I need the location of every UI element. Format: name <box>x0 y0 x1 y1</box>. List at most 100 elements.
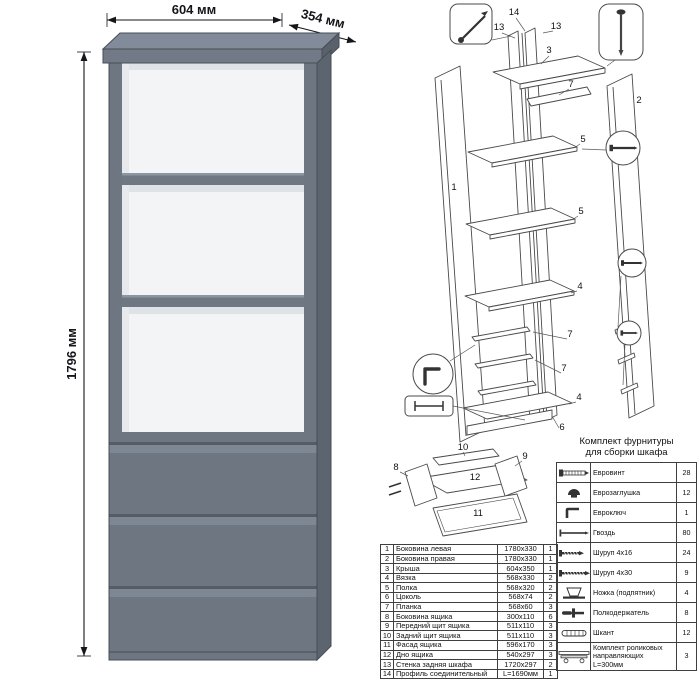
shelf-pin-icon <box>558 608 590 618</box>
parts-cell-num: 6 <box>380 591 394 603</box>
rail-icon <box>558 651 590 664</box>
parts-cell-size: 604x350 <box>497 563 544 574</box>
parts-cell-size: 568x74 <box>497 591 544 603</box>
part-callout-6: 6 <box>559 422 564 433</box>
part-callout-12: 12 <box>470 472 481 483</box>
part-callout-4: 4 <box>576 392 581 403</box>
parts-cell-num: 2 <box>380 553 394 565</box>
parts-cell-name: Полка <box>393 582 498 593</box>
bookcase-drawing: 604 мм 354 мм 1796 мм <box>64 2 357 662</box>
parts-cell-size: L=1690мм <box>497 668 544 680</box>
screw-4x30-icon <box>558 568 590 577</box>
cabinet-right-side <box>316 48 332 662</box>
hardware-name: Полкодержатель <box>590 602 677 624</box>
parts-cell-num: 10 <box>380 630 394 641</box>
part-callout-2: 2 <box>636 95 641 106</box>
parts-cell-size: 511x110 <box>497 630 544 641</box>
parts-cell-size: 568x330 <box>497 572 544 584</box>
rail-strip <box>474 353 534 369</box>
part-callout-1: 1 <box>451 182 456 193</box>
parts-cell-size: 511x110 <box>497 620 544 632</box>
parts-cell-name: Боковина ящика <box>393 611 498 622</box>
euro-cap-icon <box>558 488 590 498</box>
parts-cell-name: Фасад ящика <box>393 639 498 651</box>
drawer-front-2 <box>109 517 317 586</box>
hardware-qty: 3 <box>676 642 697 671</box>
drawer-front-part <box>494 455 528 497</box>
parts-cell-size: 1720x297 <box>497 659 544 670</box>
shelf-1 <box>122 173 304 185</box>
hardware-name: Шуруп 4x16 <box>590 542 677 564</box>
part-callout-7: 7 <box>567 329 572 340</box>
drawer-back-part <box>432 448 500 466</box>
shelf-2 <box>122 295 304 307</box>
parts-cell-name: Профиль соединительный <box>393 668 498 680</box>
hex-key-icon <box>558 507 590 518</box>
hardware-name: Еврозаглушка <box>590 482 677 504</box>
part-callout-7: 7 <box>561 363 566 374</box>
rail-strip <box>471 326 531 342</box>
parts-cell-size: 1780x330 <box>497 553 544 565</box>
hardware-title: Комплект фурнитуры для сборки шкафа <box>556 436 697 458</box>
hardware-name: Евровинт <box>590 462 677 484</box>
cabinet <box>101 31 341 662</box>
parts-cell-num: 7 <box>380 601 394 613</box>
hardware-title-line1: Комплект фурнитуры <box>579 436 674 447</box>
parts-cell-name: Задний щит ящика <box>393 630 498 641</box>
foot-icon <box>558 587 590 599</box>
screw-4x16-icon <box>558 548 590 557</box>
cabinet-top-front <box>102 48 323 64</box>
parts-cell-num: 14 <box>380 668 394 680</box>
hardware-qty: 12 <box>676 482 697 504</box>
parts-cell-size: 568x60 <box>497 601 544 613</box>
parts-cell-name: Цоколь <box>393 591 498 603</box>
hardware-qty: 4 <box>676 582 697 604</box>
top-strip <box>526 86 592 107</box>
height-dimension-label: 1796 мм <box>64 328 79 380</box>
hardware-qty: 12 <box>676 622 697 644</box>
part-callout-9: 9 <box>522 451 527 462</box>
cabinet-top-surface <box>101 32 341 50</box>
part-callout-7: 7 <box>568 79 573 90</box>
parts-cell-num: 8 <box>380 611 394 622</box>
hardware-row: Ножка (подпятник)4 <box>556 582 697 604</box>
parts-cell-name: Дно ящика <box>393 649 498 661</box>
plinth-part <box>466 409 553 436</box>
nail-icon <box>558 528 590 537</box>
part-callout-11: 11 <box>473 508 483 519</box>
drawer-divider <box>109 442 317 445</box>
depth-dimension-label: 354 мм <box>300 6 347 31</box>
parts-cell-size: 540x297 <box>497 649 544 661</box>
open-compartment-3 <box>122 307 304 432</box>
drawer-front-3 <box>109 589 317 651</box>
drawer-divider <box>109 514 317 517</box>
parts-cell-qty: 1 <box>543 668 558 680</box>
side-panel-right <box>606 73 655 419</box>
euro-screw-icon <box>558 468 590 477</box>
hardware-name: Шуруп 4x30 <box>590 562 677 584</box>
part-callout-3: 3 <box>546 45 551 56</box>
dowel-icon <box>558 628 590 637</box>
hardware-qty: 24 <box>676 542 697 564</box>
parts-cell-name: Планка <box>393 601 498 613</box>
